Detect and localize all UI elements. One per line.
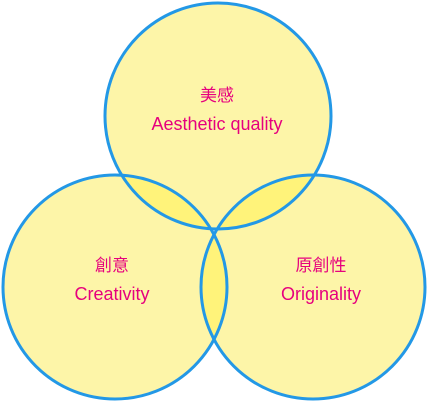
label-creativity-en: Creativity [74,284,150,304]
label-originality-en: Originality [280,284,362,304]
label-aesthetic-jp: 美感 [200,86,234,106]
circle-top-fill [105,3,331,229]
label-aesthetic-en: Aesthetic quality [151,114,283,134]
circle-left-fill [3,175,227,399]
label-originality-jp: 原創性 [295,256,347,276]
label-originality: 原創性 Originality [221,256,421,304]
circle-left-outline [1,173,229,401]
label-creativity: 創意 Creativity [12,256,212,304]
label-aesthetic: 美感 Aesthetic quality [117,86,317,134]
circle-right-fill [201,175,425,399]
label-creativity-jp: 創意 [95,256,129,276]
circle-right-outline [199,173,427,401]
